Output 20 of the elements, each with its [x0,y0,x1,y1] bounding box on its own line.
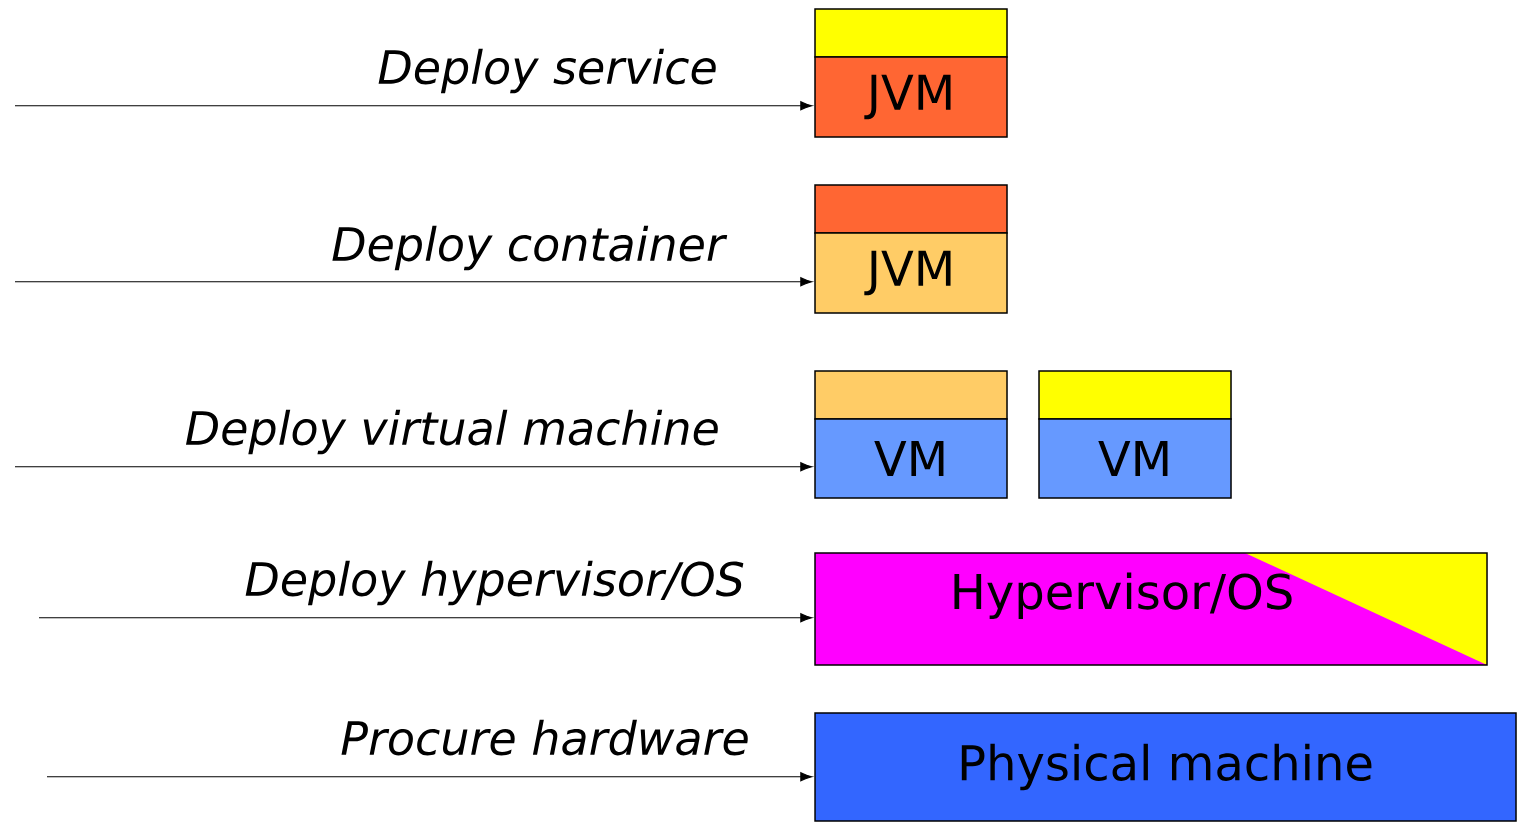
layer-box [1038,370,1232,420]
edge-label: Deploy virtual machine [186,409,718,455]
layer-box [814,370,1008,420]
edge-label: Deploy container [332,225,728,271]
layer-box: VM [814,418,1008,499]
edge-label: Procure hardware [341,719,748,756]
layer-box [814,8,1008,58]
layer-box [814,184,1008,234]
arrow [14,277,813,287]
arrow [14,462,813,472]
arrow [14,101,813,111]
arrow [38,613,813,623]
layer-box: VM [1038,418,1232,499]
layer-box: Hypervisor/OS [814,552,1488,666]
edge-label: Deploy service [378,48,716,94]
layer-box: JVM [814,232,1008,314]
layer-box: Physical machine [814,712,1517,822]
edge-label: Deploy hypervisor/OS [245,560,744,606]
layer-box: JVM [814,56,1008,138]
arrow [46,772,813,782]
